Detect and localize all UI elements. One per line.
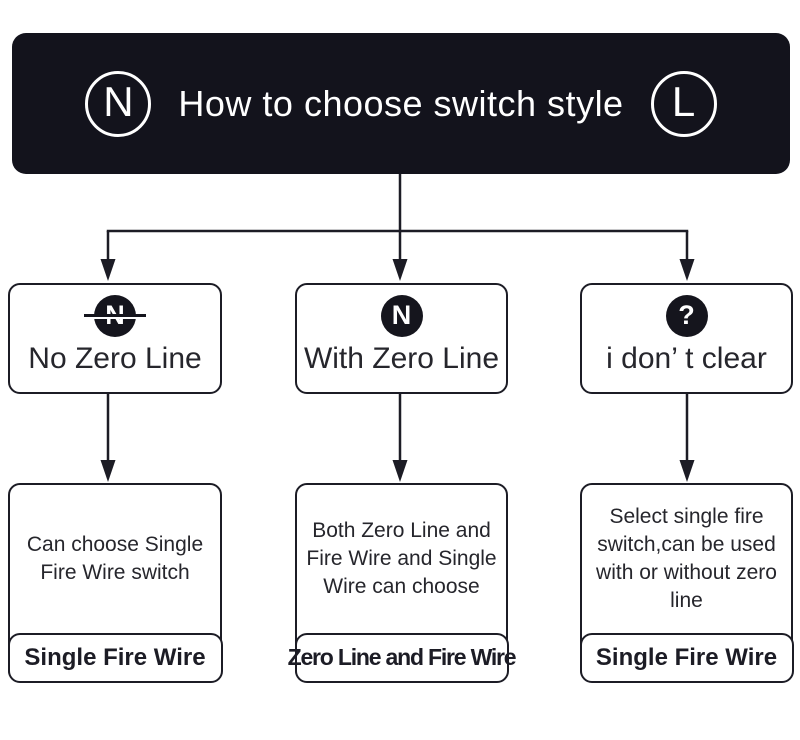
n-badge-icon: N — [85, 70, 152, 137]
result-box-with-zero-line: Both Zero Line and Fire Wire and Single … — [288, 483, 517, 683]
condition-box-not-sure: ? i don’ t clear — [580, 283, 793, 394]
l-badge-icon: L — [650, 70, 717, 137]
condition-box-with-zero-line: N With Zero Line — [295, 283, 508, 394]
result-label: Zero Line and Fire Wire — [288, 632, 517, 683]
condition-label: No Zero Line — [28, 342, 202, 375]
n-circle-icon: N — [380, 295, 423, 337]
result-description: Can choose Single Fire Wire switch — [26, 532, 204, 584]
arrowhead-icon — [100, 259, 116, 281]
condition-label: i don’ t clear — [606, 342, 767, 375]
result-box-not-sure: Select single fire switch,can be used wi… — [579, 483, 794, 683]
result-description: Both Zero Line and Fire Wire and Single … — [306, 518, 497, 598]
result-label: Single Fire Wire — [7, 632, 223, 683]
condition-box-no-zero-line: N No Zero Line — [8, 283, 222, 394]
header-banner: N How to choose switch style L — [12, 33, 790, 174]
page-title: How to choose switch style — [178, 82, 624, 124]
strikethrough-line — [84, 314, 146, 317]
arrowhead-icon — [392, 259, 408, 281]
result-box-no-zero-line: Can choose Single Fire Wire switch Singl… — [7, 483, 223, 683]
icon-letter: ? — [678, 299, 695, 330]
result-description: Select single fire switch,can be used wi… — [596, 504, 777, 612]
result-label: Single Fire Wire — [579, 632, 794, 683]
arrowhead-icon — [679, 460, 695, 482]
arrowhead-icon — [100, 460, 116, 482]
icon-letter: N — [391, 299, 412, 330]
question-circle-icon: ? — [665, 295, 708, 337]
n-strikethrough-icon: N — [84, 295, 146, 337]
condition-label: With Zero Line — [303, 342, 500, 375]
arrowhead-icon — [679, 259, 695, 281]
arrowhead-icon — [392, 460, 408, 482]
